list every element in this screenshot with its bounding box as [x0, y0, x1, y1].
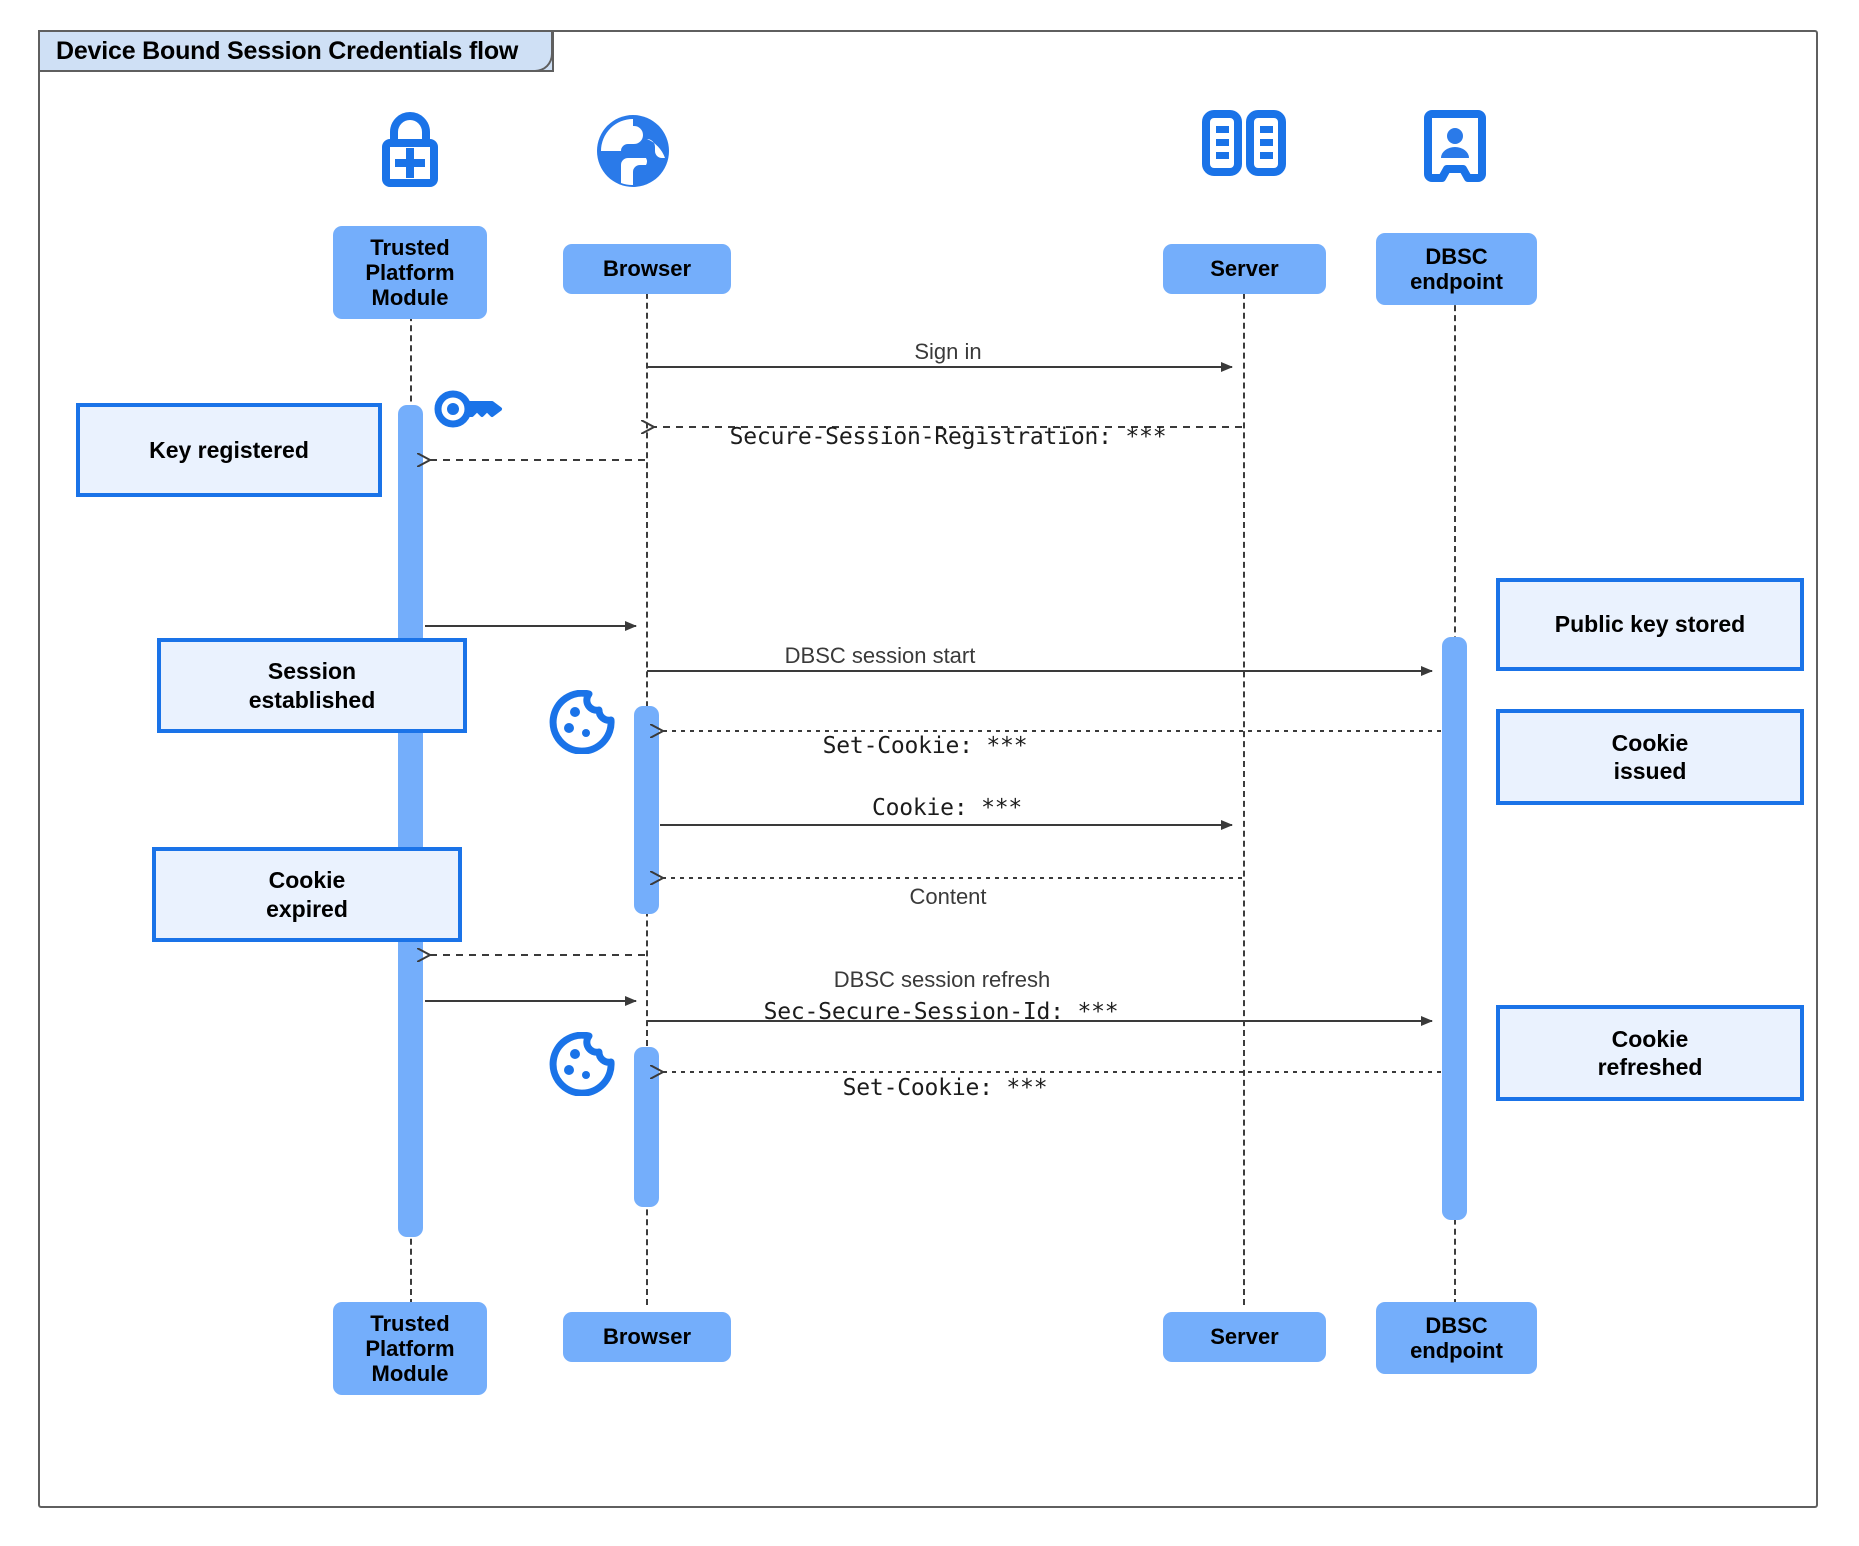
message-label-sign-in: Sign in	[914, 339, 982, 364]
lifeline-server	[1243, 253, 1245, 1305]
participant-browser-bottom[interactable]: Browser	[563, 1312, 731, 1362]
note-cookie-issued: Cookie issued	[1496, 709, 1804, 805]
message-label-dbsc-session-start: DBSC session start	[784, 643, 976, 668]
participant-tpm-top[interactable]: Trusted Platform Module	[333, 226, 487, 319]
message-label-set-cookie-1: Set-Cookie: ***	[822, 733, 1028, 759]
participant-dbsc-top[interactable]: DBSC endpoint	[1376, 233, 1537, 305]
activation-bar-dbsc	[1442, 637, 1467, 1220]
server-rack-icon	[1202, 110, 1286, 181]
activation-bar-browser-2	[634, 1047, 659, 1207]
message-label-cookie-request: Cookie: ***	[871, 795, 1023, 821]
id-badge-icon	[1424, 110, 1486, 187]
participant-server-bottom[interactable]: Server	[1163, 1312, 1326, 1362]
message-label-content: Content	[909, 884, 987, 909]
note-session-established: Session established	[157, 638, 467, 733]
participant-dbsc-bottom[interactable]: DBSC endpoint	[1376, 1302, 1537, 1374]
participant-server-top[interactable]: Server	[1163, 244, 1326, 294]
note-public-key-stored: Public key stored	[1496, 578, 1804, 671]
cookie-icon	[549, 689, 615, 759]
participant-tpm-bottom[interactable]: Trusted Platform Module	[333, 1302, 487, 1395]
frame-title-notch	[527, 30, 554, 72]
note-key-registered: Key registered	[76, 403, 382, 497]
participant-browser-top[interactable]: Browser	[563, 244, 731, 294]
activation-bar-browser-1	[634, 706, 659, 914]
cookie-icon	[549, 1031, 615, 1101]
activation-bar-tpm	[398, 405, 423, 1237]
note-cookie-refreshed: Cookie refreshed	[1496, 1005, 1804, 1101]
key-icon	[432, 388, 510, 435]
frame-title: Device Bound Session Credentials flow	[38, 30, 555, 72]
frame-title-label: Device Bound Session Credentials flow	[56, 36, 519, 65]
globe-icon	[594, 112, 672, 195]
message-label-set-cookie-2: Set-Cookie: ***	[842, 1075, 1048, 1101]
message-label-sec-secure-session-id: Sec-Secure-Session-Id: ***	[763, 999, 1119, 1025]
lock-plus-icon	[372, 110, 448, 193]
note-cookie-expired: Cookie expired	[152, 847, 462, 942]
message-label-dbsc-session-refresh: DBSC session refresh	[833, 967, 1051, 992]
message-label-secure-session-registration: Secure-Session-Registration: ***	[729, 424, 1167, 450]
